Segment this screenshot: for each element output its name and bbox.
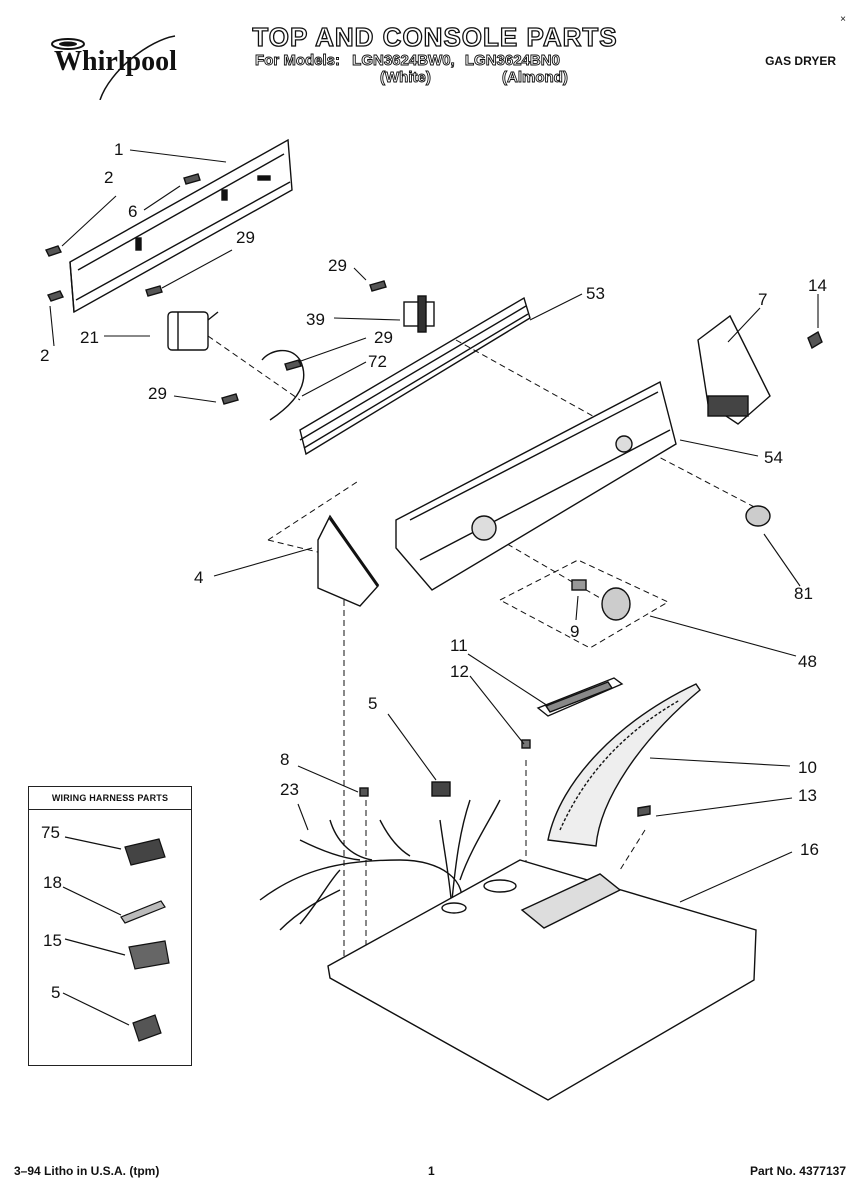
inset-title: WIRING HARNESS PARTS [51, 793, 169, 803]
harness-item-75: 75 [41, 823, 60, 842]
callout-14: 14 [808, 276, 827, 295]
clip-part [571, 579, 587, 591]
callout-53: 53 [586, 284, 605, 303]
callout-16: 16 [800, 840, 819, 859]
wiring-harness-part [259, 799, 501, 931]
lint-duct-part [547, 683, 701, 847]
callout-29: 29 [328, 256, 347, 275]
inset-divider [29, 809, 191, 810]
callout-23: 23 [280, 780, 299, 799]
callout-4: 4 [194, 568, 204, 587]
knob-part [601, 587, 631, 621]
callout-48: 48 [798, 652, 817, 671]
harness-parts-drawing [62, 836, 170, 1042]
model-1: LGN3624BW0, [352, 52, 455, 70]
callout-11: 11 [450, 636, 468, 655]
page-title: TOP AND CONSOLE PARTS [252, 21, 618, 52]
product-type: GAS DRYER [765, 54, 836, 68]
lint-screen-part [536, 677, 624, 717]
callout-2: 2 [40, 346, 50, 365]
callout-9: 9 [570, 622, 580, 641]
callout-13: 13 [798, 786, 817, 805]
callout-7: 7 [758, 290, 768, 309]
end-cap-part [697, 314, 771, 425]
callout-72: 72 [368, 352, 387, 371]
harness-item-5: 5 [51, 983, 61, 1002]
callout-1: 1 [114, 140, 124, 159]
models-line: For Models: LGN3624BW0, LGN3624BN0 [255, 52, 561, 70]
callout-29: 29 [148, 384, 167, 403]
model-2-color: (Almond) [502, 69, 569, 87]
connector-part [431, 781, 451, 797]
callout-29: 29 [374, 328, 393, 347]
top-panel-part [327, 859, 757, 1101]
page-number: 1 [428, 1164, 435, 1178]
brand-name: Whirlpool [54, 46, 177, 77]
wire-part [261, 349, 305, 421]
knob-part [745, 505, 771, 527]
callout-8: 8 [280, 750, 290, 769]
callout-5: 5 [368, 694, 378, 713]
models-prefix: For Models: [255, 52, 341, 70]
timer-part [167, 311, 219, 351]
callout-21: 21 [80, 328, 99, 347]
logo-swoosh-icon [51, 35, 176, 101]
harness-item-18: 18 [43, 873, 62, 892]
console-part [395, 380, 677, 591]
clip-part [521, 739, 531, 749]
whirlpool-logo [40, 30, 190, 101]
screw-parts [45, 173, 387, 405]
corner-mark: × [840, 14, 846, 25]
screw-part [807, 330, 823, 350]
model-1-color: (White) [380, 69, 432, 87]
callout-39: 39 [306, 310, 325, 329]
switch-bracket-part [403, 295, 435, 333]
callout-12: 12 [450, 662, 469, 681]
callout-29: 29 [236, 228, 255, 247]
callout-54: 54 [764, 448, 783, 467]
model-2: LGN3624BN0 [464, 52, 560, 70]
clip-part [359, 787, 369, 797]
console-rail-part [299, 296, 531, 456]
callout-81: 81 [794, 584, 813, 603]
wiring-harness-inset: WIRING HARNESS PARTS 75 18 15 5 [28, 786, 192, 1066]
control-panel-bracket-part [69, 138, 293, 314]
callout-10: 10 [798, 758, 817, 777]
harness-item-15: 15 [43, 931, 62, 950]
part-number: Part No. 4377137 [749, 1164, 846, 1178]
screw-part [637, 805, 651, 817]
callout-2: 2 [104, 168, 114, 187]
litho-note: 3–94 Litho in U.S.A. (tpm) [14, 1164, 160, 1178]
callout-6: 6 [128, 202, 138, 221]
left-end-cap-part [317, 514, 380, 607]
